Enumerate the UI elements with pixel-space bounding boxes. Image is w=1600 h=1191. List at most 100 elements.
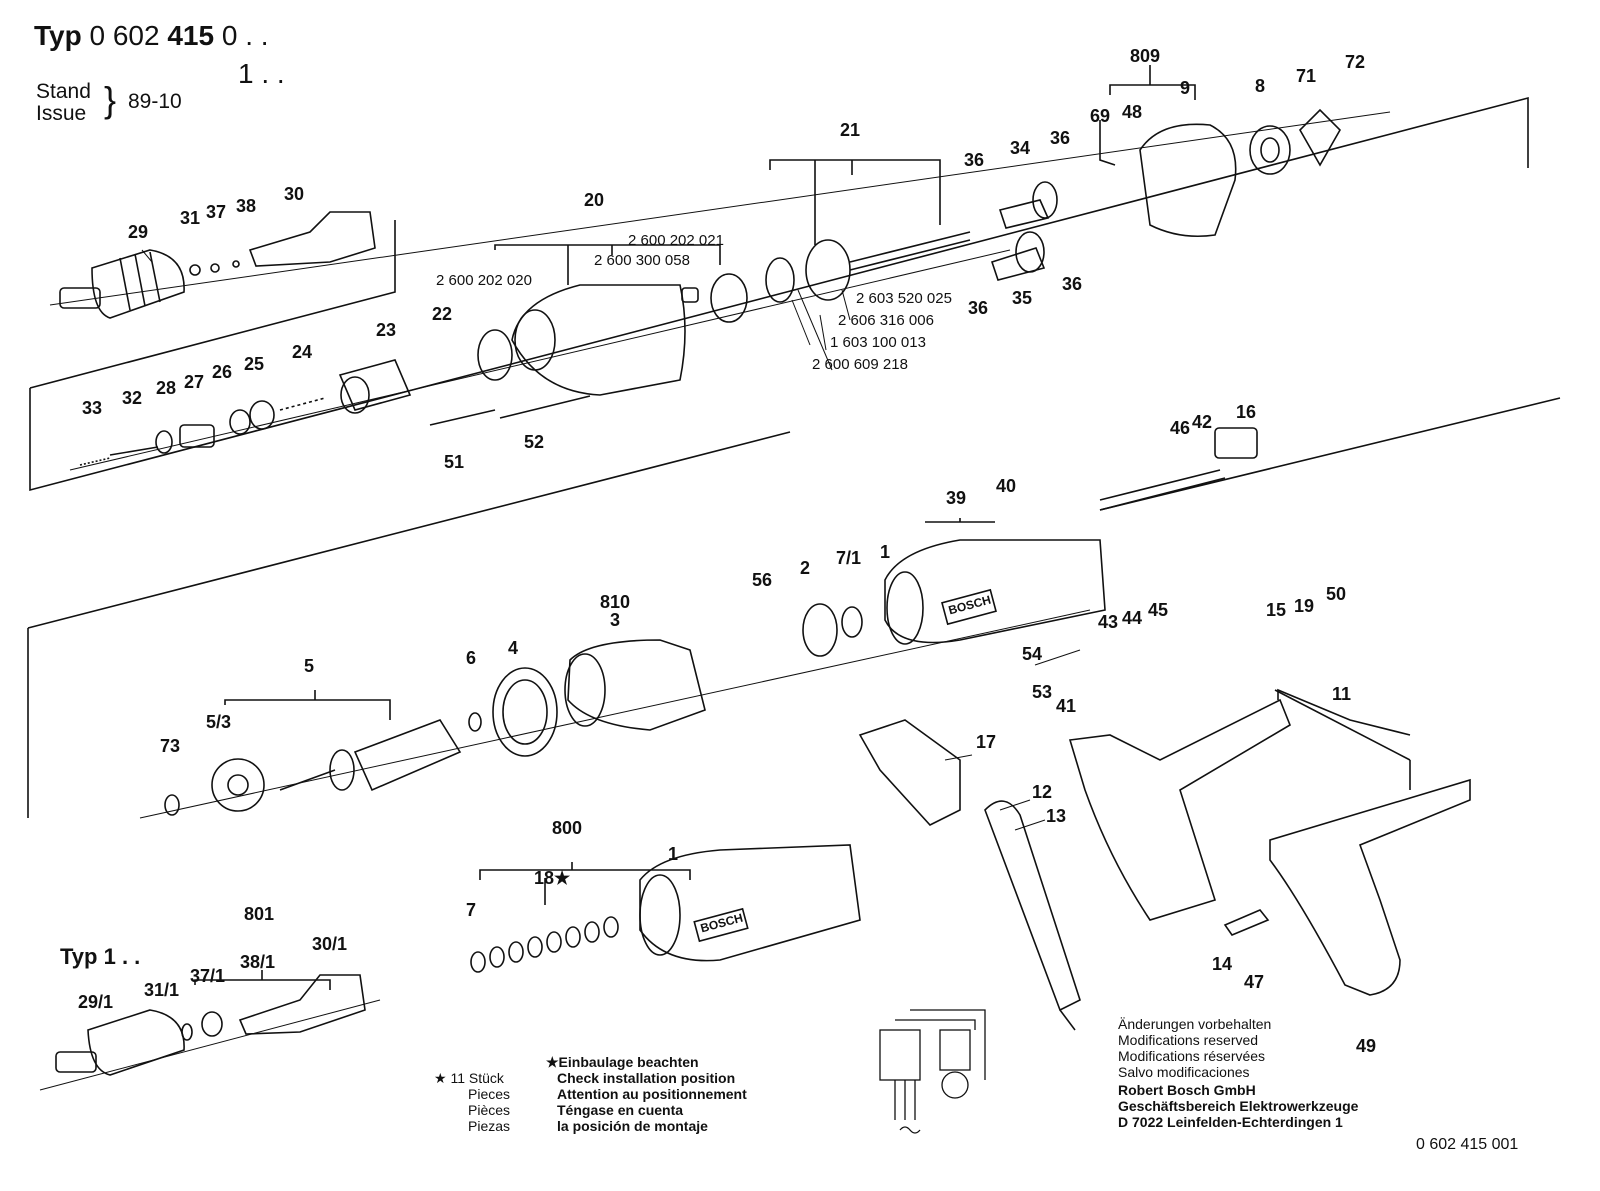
part-label: 46 xyxy=(1170,418,1191,438)
part-label: 29/1 xyxy=(78,992,114,1012)
part-label: 36 xyxy=(968,298,989,318)
issue-date: 89-10 xyxy=(128,90,182,113)
part-label: 45 xyxy=(1148,600,1169,620)
pieces-es: Piezas xyxy=(468,1118,511,1134)
part-label: 53 xyxy=(1032,682,1053,702)
part-number: 2 606 316 006 xyxy=(838,312,934,329)
part-label: 1 xyxy=(668,844,679,864)
part-label: 1 xyxy=(880,542,891,562)
part-label: 7 xyxy=(466,900,477,920)
part-label: 19 xyxy=(1294,596,1315,616)
part-label: 801 xyxy=(244,904,275,924)
part-label: 5 xyxy=(304,656,315,676)
upper-panel-outline xyxy=(29,96,1529,492)
part-label: 41 xyxy=(1056,696,1077,716)
issue-label: Issue xyxy=(36,102,87,125)
armature-5 xyxy=(164,712,482,816)
part-label: 16 xyxy=(1236,402,1257,422)
part-label: 18★ xyxy=(534,868,571,888)
install-note-en: Check installation position xyxy=(557,1070,736,1086)
part-label: 37 xyxy=(206,202,227,222)
part-label: 38/1 xyxy=(240,952,276,972)
part-label: 26 xyxy=(212,362,233,382)
part-label: 23 xyxy=(376,320,397,340)
typ-number-bold: 415 xyxy=(167,20,215,51)
gear-21 xyxy=(765,231,971,303)
part-label: 35 xyxy=(1012,288,1033,308)
motor-housing-1 xyxy=(884,539,1106,645)
typ-suffix-0: 0 . . xyxy=(221,20,269,51)
count-note: ★ 11 Stück xyxy=(434,1070,504,1086)
part-number: 2 600 202 020 xyxy=(436,272,532,289)
part-label: 52 xyxy=(524,432,545,452)
cable-guard-13 xyxy=(984,800,1081,1031)
part-label: 24 xyxy=(292,342,313,362)
pieces-en: Pieces xyxy=(468,1086,511,1102)
part-label: 69 xyxy=(1090,106,1111,126)
part-label: 2 xyxy=(800,558,811,578)
lower-panel-outline xyxy=(27,397,1561,818)
part-label: 4 xyxy=(508,638,519,658)
part-label: 54 xyxy=(1022,644,1043,664)
install-note-fr: Attention au positionnement xyxy=(557,1086,747,1102)
part-label: 25 xyxy=(244,354,265,374)
modifications-fr: Modifications réservées xyxy=(1118,1048,1266,1064)
pieces-fr: Pièces xyxy=(468,1102,511,1118)
modifications-es: Salvo modificaciones xyxy=(1118,1064,1250,1080)
typ-prefix: Typ xyxy=(34,20,82,51)
part-label: 49 xyxy=(1356,1036,1377,1056)
part-label: 44 xyxy=(1122,608,1143,628)
install-note-de: ★Einbaulage beachten xyxy=(546,1054,699,1070)
stator-3 xyxy=(564,639,706,731)
part-label: 21 xyxy=(840,120,861,140)
part-label: 5/3 xyxy=(206,712,232,732)
part-label: 32 xyxy=(122,388,143,408)
part-label: 27 xyxy=(184,372,205,392)
typ1-heading: Typ 1 . . xyxy=(60,944,141,969)
part-label: 29 xyxy=(128,222,149,242)
bearing-plate-9 xyxy=(1139,108,1341,238)
part-label: 34 xyxy=(1010,138,1031,158)
part-label: 48 xyxy=(1122,102,1143,122)
part-number: 1 603 100 013 xyxy=(830,334,926,351)
modifications-de: Änderungen vorbehalten xyxy=(1118,1016,1272,1032)
part-label: 73 xyxy=(160,736,181,756)
company-name: Robert Bosch GmbH xyxy=(1118,1082,1256,1098)
drawing-number: 0 602 415 001 xyxy=(1416,1136,1519,1153)
part-label: 6 xyxy=(466,648,477,668)
modifications-en: Modifications reserved xyxy=(1118,1032,1259,1048)
springs-18 xyxy=(470,916,619,973)
part-label: 56 xyxy=(752,570,773,590)
part-label: 36 xyxy=(1062,274,1083,294)
part-label: 7/1 xyxy=(836,548,862,568)
part-number: 2 600 300 058 xyxy=(594,252,690,269)
part-label: 39 xyxy=(946,488,967,508)
part-label: 51 xyxy=(444,452,465,472)
part-label: 38 xyxy=(236,196,257,216)
part-label: 11 xyxy=(1332,684,1352,704)
handle-half-right xyxy=(1269,778,1471,996)
motor-housing-1b xyxy=(639,844,861,962)
install-note-es2: la posición de montaje xyxy=(557,1118,708,1134)
part-label: 47 xyxy=(1244,972,1265,992)
typ-number-light: 0 602 xyxy=(89,20,160,51)
install-note-es: Téngase en cuenta xyxy=(557,1102,684,1118)
part-label: 42 xyxy=(1192,412,1213,432)
gear-housing-20 xyxy=(477,273,748,396)
part-label: 810 xyxy=(600,592,631,612)
company-address: D 7022 Leinfelden-Echterdingen 1 xyxy=(1118,1114,1343,1130)
type-heading: Typ 0 602 415 0 . . xyxy=(34,20,269,52)
part-label: 33 xyxy=(82,398,103,418)
part-label: 14 xyxy=(1212,954,1233,974)
part-number: 2 600 609 218 xyxy=(812,356,908,373)
handle-half-left xyxy=(1068,689,1411,921)
part-label: 43 xyxy=(1098,612,1119,632)
part-number: 2 600 202 021 xyxy=(628,232,724,249)
part-label: 9 xyxy=(1180,78,1191,98)
part-label: 37/1 xyxy=(190,966,226,986)
chuck-29-1 xyxy=(55,974,366,1076)
chuck-29 xyxy=(59,249,185,319)
part-label: 17 xyxy=(976,732,997,752)
part-label: 22 xyxy=(432,304,453,324)
